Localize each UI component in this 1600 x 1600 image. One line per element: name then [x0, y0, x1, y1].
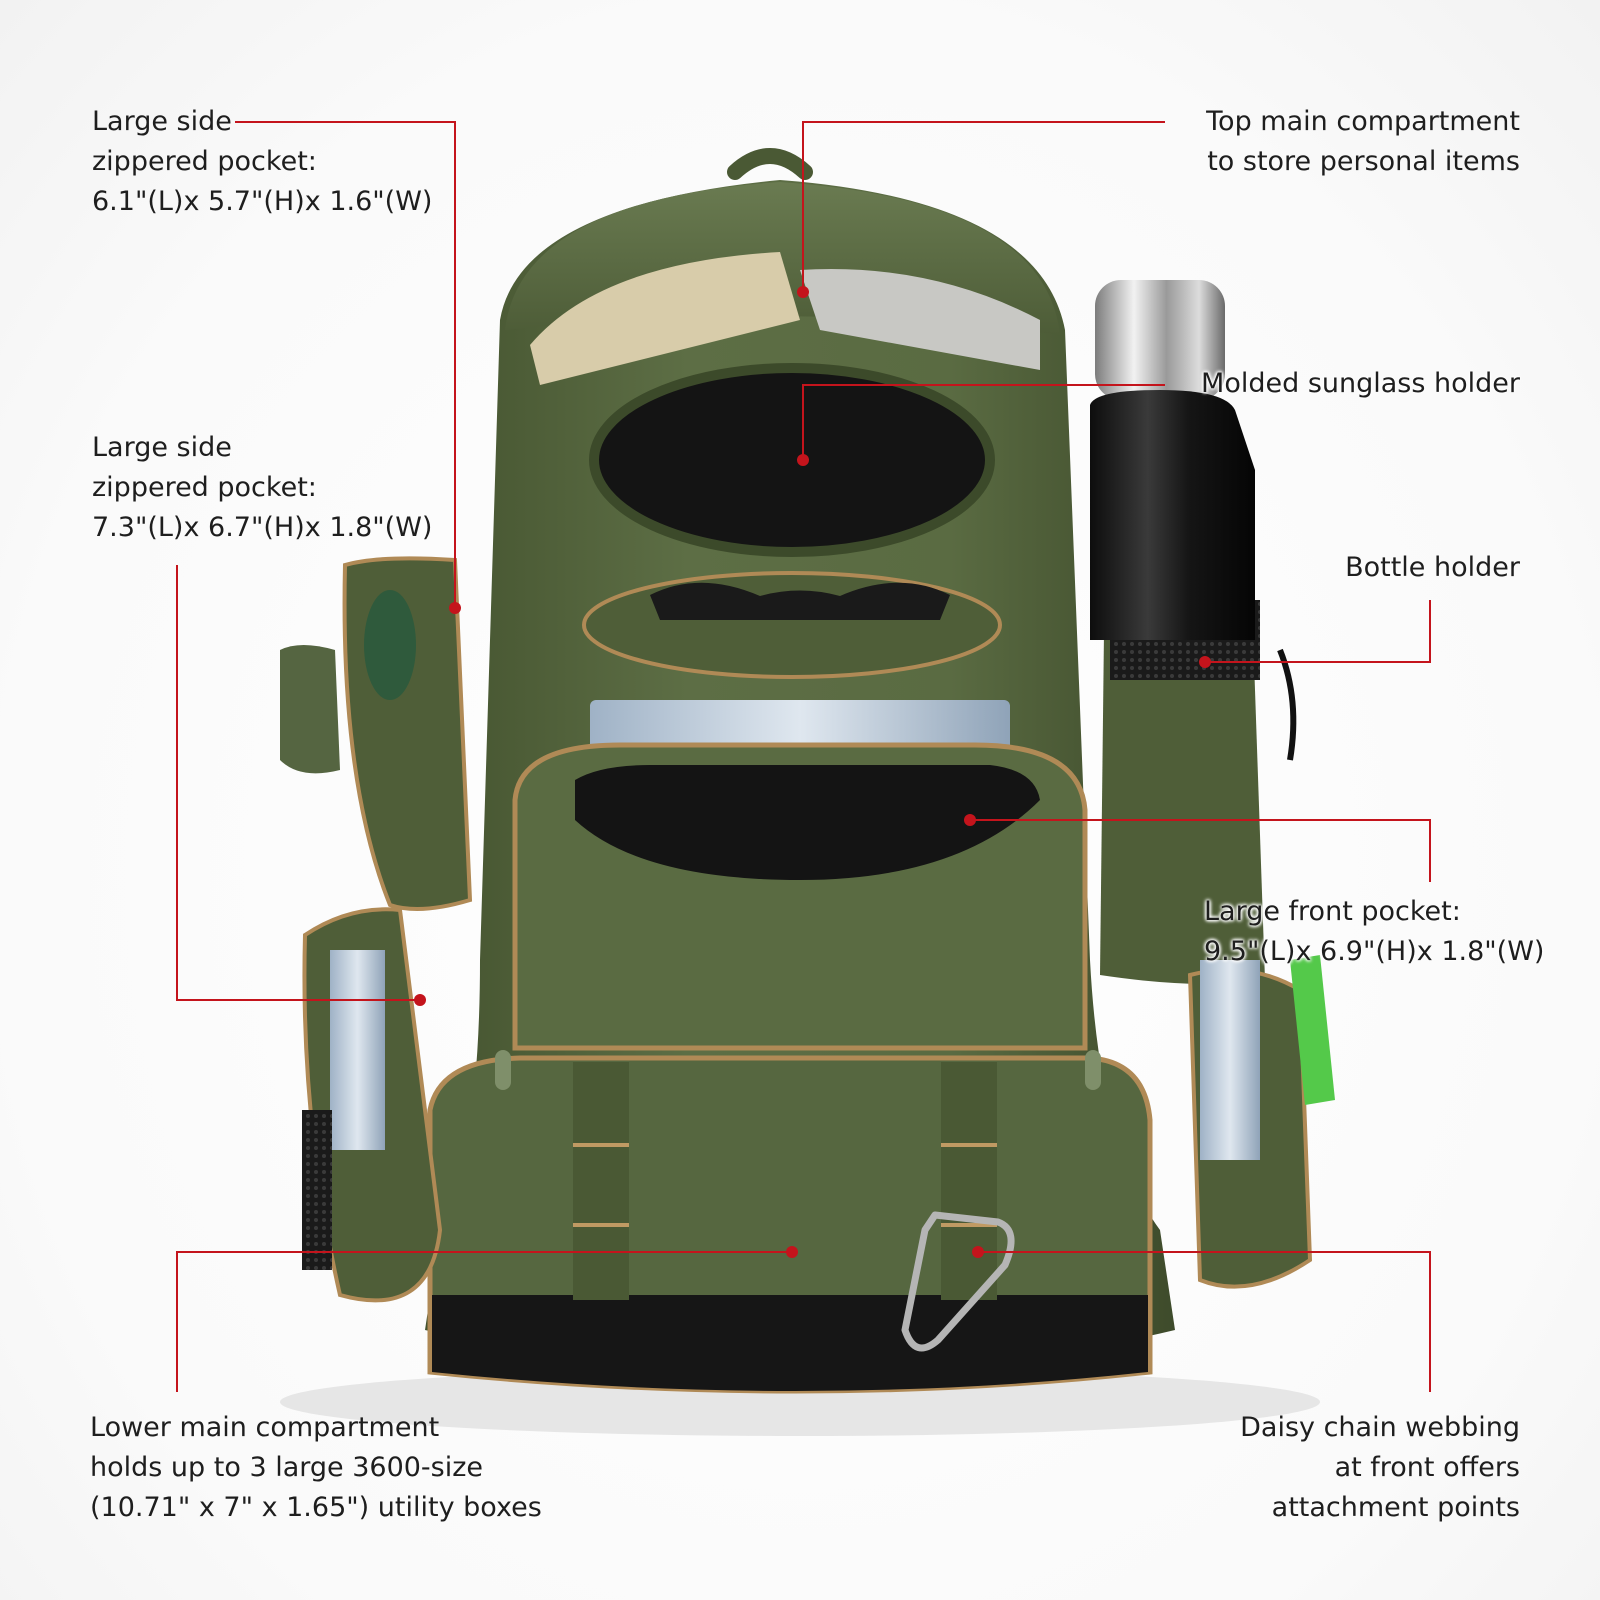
daisy-chain-strap-right [941, 1062, 997, 1300]
callout-line: Large side [92, 432, 232, 463]
pliers-handle [1290, 955, 1335, 1105]
callout-line: Daisy chain webbing [1240, 1412, 1520, 1443]
leader-bottle [1205, 600, 1431, 663]
marker-side-pocket-lower [414, 994, 426, 1006]
daisy-chain-strap-left [573, 1062, 629, 1300]
leader-front-pocket [970, 819, 1431, 882]
callout-bottle: Bottle holder [1345, 548, 1520, 588]
fishing-line-spool [364, 590, 416, 700]
marker-sunglass [797, 454, 809, 466]
callout-line: 9.5"(L)x 6.9"(H)x 1.8"(W) [1204, 936, 1545, 967]
bottle [1090, 390, 1255, 640]
zipper-pulls [495, 1050, 1101, 1090]
carabiner [901, 1211, 1015, 1352]
callout-line: Large front pocket: [1204, 896, 1461, 927]
floor-shadow [280, 1368, 1320, 1436]
callout-line: attachment points [1271, 1492, 1520, 1523]
callout-front-pocket: Large front pocket: 9.5"(L)x 6.9"(H)x 1.… [1204, 892, 1544, 972]
left-tackle-box [330, 950, 385, 1150]
marker-lower-main [786, 1246, 798, 1258]
marker-side-pocket-top [449, 602, 461, 614]
callout-top-main: Top main compartment to store personal i… [1206, 102, 1520, 182]
leader-lower-main [176, 1251, 790, 1392]
leader-top-main [802, 121, 1165, 290]
leader-side-pocket-top [235, 121, 456, 605]
left-mesh-pocket [302, 1110, 332, 1270]
lower-base-panel [432, 1295, 1148, 1391]
sunglasses [650, 582, 950, 620]
leader-daisy-chain [978, 1251, 1431, 1392]
callout-line: zippered pocket: [92, 146, 317, 177]
callout-sunglass: Molded sunglass holder [1201, 364, 1520, 404]
marker-bottle [1199, 656, 1211, 668]
front-pocket-panel [575, 765, 1040, 880]
sunglass-holder-shell [589, 363, 995, 557]
callout-line: 6.1"(L)x 5.7"(H)x 1.6"(W) [92, 186, 433, 217]
bottle-cap [1095, 280, 1225, 400]
marker-front-pocket [964, 814, 976, 826]
callout-line: 7.3"(L)x 6.7"(H)x 1.8"(W) [92, 512, 433, 543]
marker-daisy-chain [972, 1246, 984, 1258]
callout-side-pocket-top: Large side zippered pocket: 6.1"(L)x 5.7… [92, 102, 432, 222]
leader-side-pocket-lower [176, 565, 418, 1001]
right-tackle-box [1200, 960, 1260, 1160]
callout-line: to store personal items [1207, 146, 1520, 177]
callout-line: Large side [92, 106, 232, 137]
carry-handle [727, 148, 813, 180]
callout-lower-main: Lower main compartment holds up to 3 lar… [90, 1408, 542, 1528]
drawcord [1277, 648, 1297, 761]
callout-line: zippered pocket: [92, 472, 317, 503]
rod-holder-loop [280, 645, 340, 774]
callout-line: Top main compartment [1206, 106, 1520, 137]
tackle-box-top [590, 700, 1010, 755]
leader-sunglass [802, 384, 1165, 458]
marker-top-main [797, 286, 809, 298]
callout-line: holds up to 3 large 3600-size [90, 1452, 484, 1483]
daisy-chain-stitching [573, 1143, 997, 1227]
callout-line: Bottle holder [1345, 552, 1520, 583]
callout-line: Lower main compartment [90, 1412, 440, 1443]
top-compartment-contents [530, 252, 800, 385]
callout-side-pocket-lower: Large side zippered pocket: 7.3"(L)x 6.7… [92, 428, 432, 548]
callout-line: Molded sunglass holder [1201, 368, 1520, 399]
callout-daisy-chain: Daisy chain webbing at front offers atta… [1240, 1408, 1520, 1528]
callout-line: at front offers [1334, 1452, 1520, 1483]
callout-line: (10.71" x 7" x 1.65") utility boxes [90, 1492, 542, 1523]
top-compartment-liner [800, 269, 1040, 370]
